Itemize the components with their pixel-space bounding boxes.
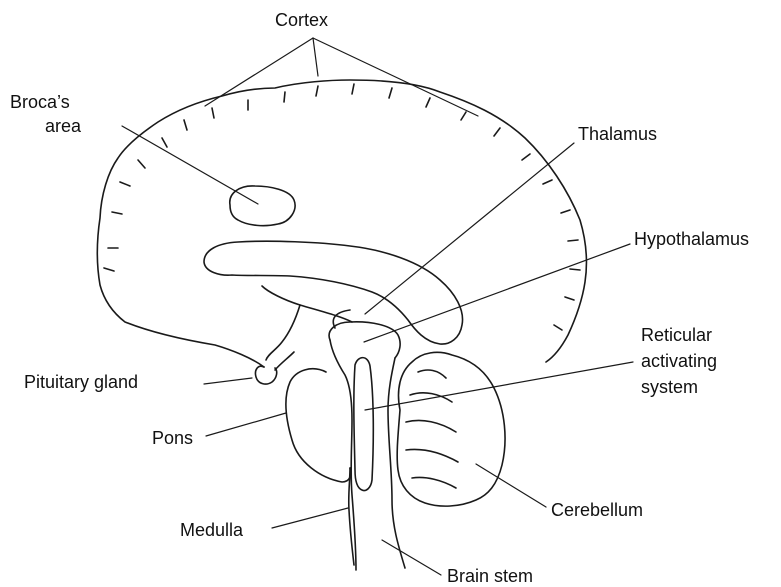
label-cerebellum: Cerebellum (551, 500, 643, 520)
label-hypothalamus: Hypothalamus (634, 229, 749, 249)
brainstem-right-edge (388, 358, 405, 568)
cortex-gyri (104, 84, 580, 330)
label-reticular-line1: Reticular (641, 325, 712, 345)
brain-stem-leader (382, 540, 441, 575)
label-brain-stem: Brain stem (447, 566, 533, 586)
thalamus-region (329, 322, 400, 358)
cortex-outline (97, 80, 586, 367)
label-reticular-line2: activating (641, 351, 717, 371)
label-medulla: Medulla (180, 520, 244, 540)
pituitary-gland-shape (255, 366, 276, 384)
infundibulum (266, 305, 300, 360)
pituitary-stalk (275, 352, 294, 370)
cerebellum-folds (406, 370, 458, 488)
labels: Cortex Broca’s area Thalamus Hypothalamu… (10, 10, 749, 586)
label-reticular-line3: system (641, 377, 698, 397)
label-pituitary-gland: Pituitary gland (24, 372, 138, 392)
label-brocas-area-line2: area (45, 116, 82, 136)
reticular-activating-system-shape (354, 358, 373, 491)
brainstem-left-edge (330, 340, 356, 570)
medulla-leader (272, 508, 348, 528)
cortex-leader-middle (313, 38, 318, 76)
corpus-callosum (204, 241, 463, 344)
cerebellum-leader (476, 464, 546, 507)
leader-lines (122, 38, 633, 575)
label-brocas-area-line1: Broca’s (10, 92, 70, 112)
label-cortex: Cortex (275, 10, 328, 30)
label-thalamus: Thalamus (578, 124, 657, 144)
cortex-leader-left (205, 38, 313, 106)
diencephalon-outline (262, 286, 352, 322)
label-pons: Pons (152, 428, 193, 448)
pons-leader (206, 413, 286, 436)
cortex-leader-right (313, 38, 478, 116)
pituitary-leader (204, 378, 252, 384)
thalamus-leader (365, 143, 574, 314)
brocas-area-region (230, 186, 295, 226)
pons-shape (286, 369, 351, 482)
